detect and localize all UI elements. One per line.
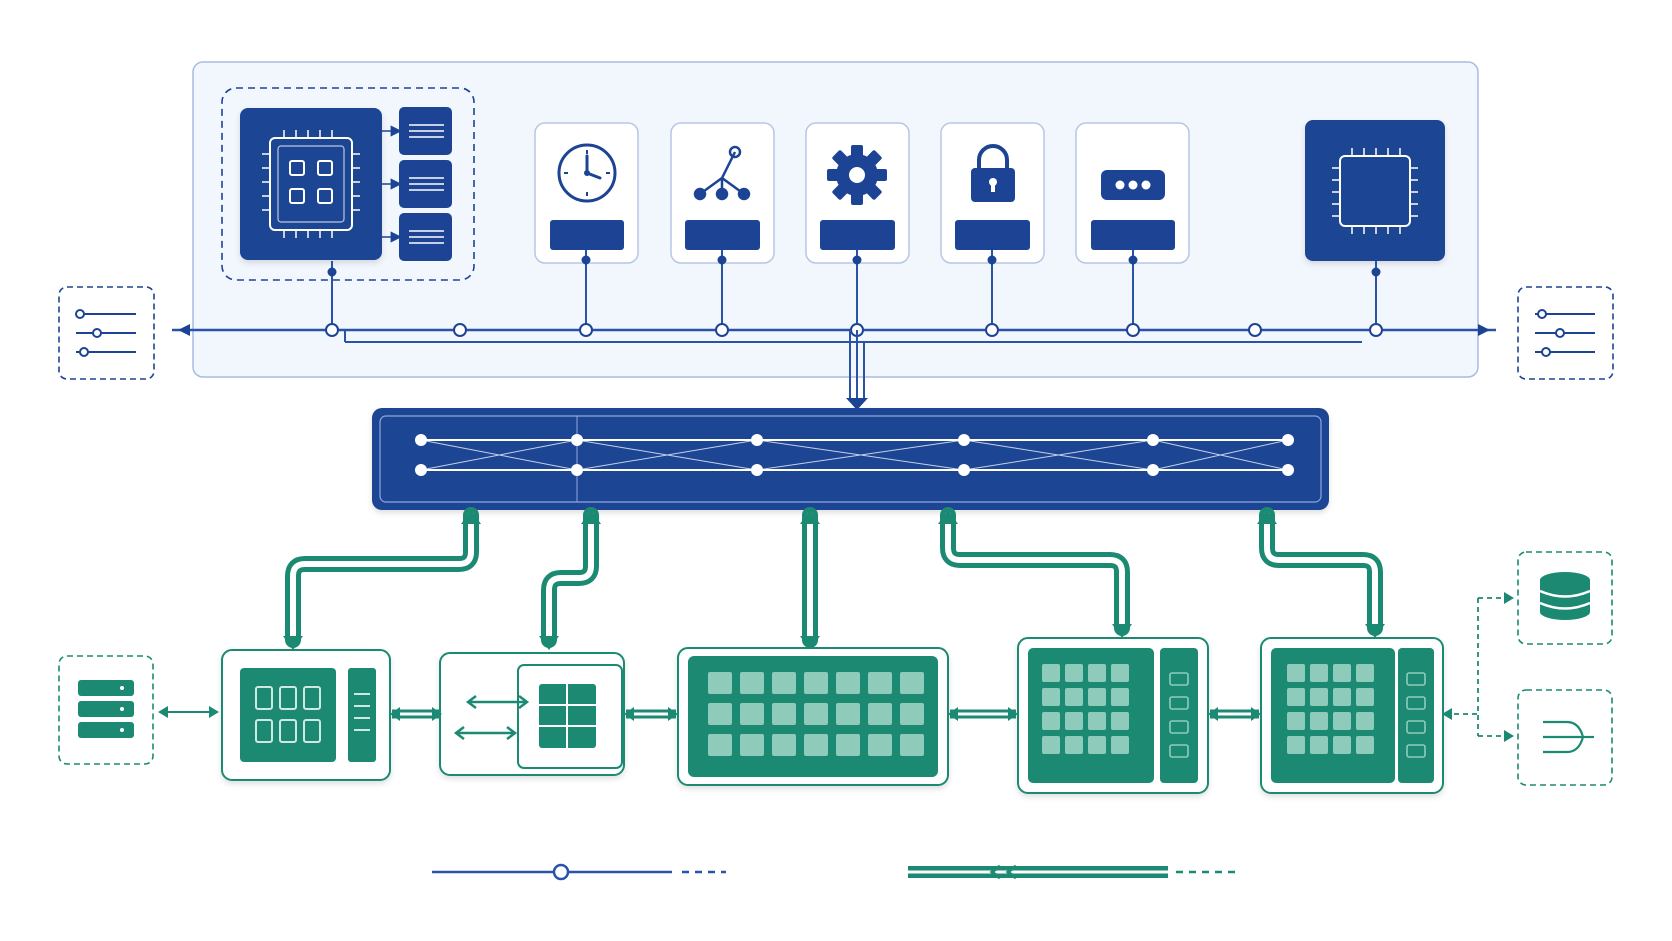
database-icon	[1539, 572, 1591, 620]
card-label-bar	[1091, 220, 1175, 250]
card-label-bar	[955, 220, 1030, 250]
sliders-icon	[1535, 309, 1595, 357]
storage-link	[158, 706, 219, 718]
data-pipe-icon	[908, 864, 1236, 880]
server-stack-icon	[78, 680, 134, 738]
data-pipes	[283, 507, 1385, 650]
grid-7x3-icon	[708, 672, 924, 756]
legend-control-link	[432, 863, 726, 881]
legend-data-link	[908, 864, 1236, 880]
grid-2x3-icon	[539, 684, 596, 748]
ellipsis-icon	[1101, 170, 1165, 200]
right-merge[interactable]	[1517, 689, 1613, 786]
card-label-bar	[685, 220, 760, 250]
control-trunk	[846, 330, 868, 410]
lock-icon	[971, 144, 1015, 202]
aux-processor[interactable]	[1305, 120, 1445, 261]
right-database[interactable]	[1517, 551, 1613, 645]
processor-chip-icon	[1332, 148, 1418, 234]
clock-icon	[557, 143, 617, 203]
compute-module-transfer[interactable]	[439, 652, 625, 776]
grid-2x3-icon	[255, 686, 321, 743]
right-port[interactable]	[1517, 286, 1614, 380]
function-card-more[interactable]	[1075, 122, 1190, 264]
sliders-icon	[75, 309, 136, 357]
compute-module-wide-array[interactable]	[677, 647, 949, 786]
crossbar-mesh-icon	[415, 416, 1294, 502]
compute-module-array-b[interactable]	[1260, 637, 1444, 794]
compute-module-processor-grid[interactable]	[221, 649, 391, 781]
branch-graph-icon	[693, 145, 751, 201]
controller-module[interactable]	[221, 87, 475, 281]
function-card-gear[interactable]	[805, 122, 910, 264]
compute-module-array-a[interactable]	[1017, 637, 1209, 794]
grid-5x4-icon	[1042, 664, 1129, 754]
function-card-lock[interactable]	[940, 122, 1045, 264]
grid-5x4-icon	[1287, 664, 1374, 754]
gear-icon	[827, 145, 887, 205]
merge-funnel-icon	[1543, 720, 1594, 754]
module-links	[390, 707, 1261, 721]
processor-chip-icon	[262, 130, 360, 238]
card-label-bar	[820, 220, 895, 250]
left-storage[interactable]	[58, 655, 154, 765]
card-label-bar	[550, 220, 624, 250]
function-card-clock[interactable]	[534, 122, 639, 264]
function-card-branch[interactable]	[670, 122, 775, 264]
bidirectional-arrows-icon	[453, 695, 530, 740]
control-bus	[172, 324, 1496, 343]
interconnect-fabric[interactable]	[372, 408, 1329, 510]
control-line-icon	[432, 863, 726, 881]
bus-taps	[325, 255, 1383, 337]
io-branch	[1442, 592, 1514, 742]
left-port[interactable]	[58, 286, 155, 380]
controller-subunits	[382, 107, 452, 261]
